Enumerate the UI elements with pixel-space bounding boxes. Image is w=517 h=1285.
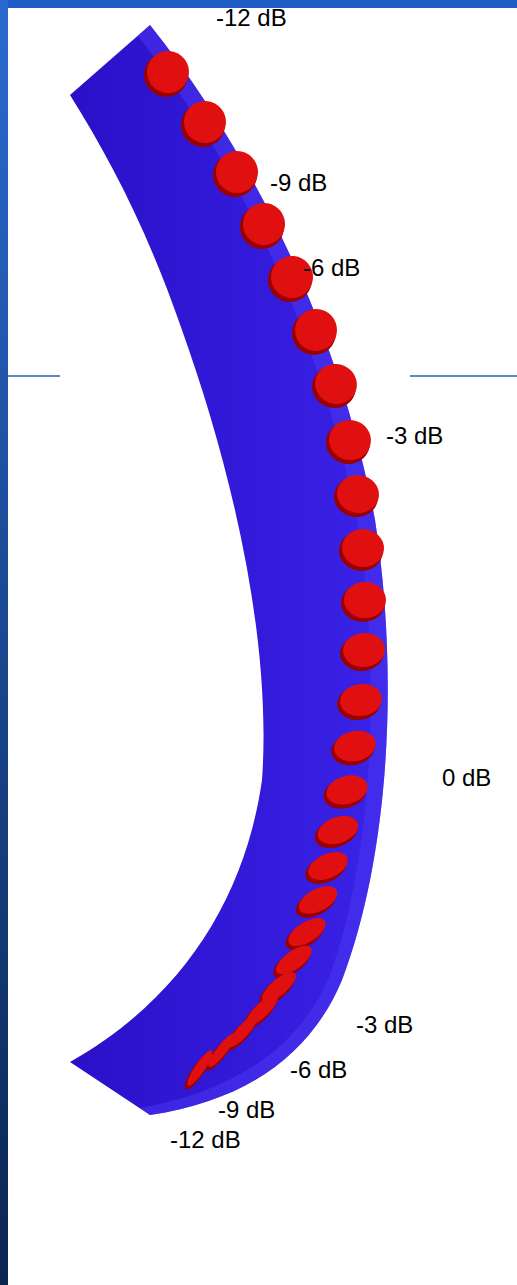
driver: [205, 1030, 239, 1069]
array-body: [70, 25, 388, 1115]
side-bar: [0, 0, 8, 1285]
divider-line: [8, 375, 60, 377]
level-label: -6 dB: [303, 254, 360, 282]
driver: [184, 1048, 216, 1088]
level-label: 0 dB: [442, 764, 491, 792]
driver: [304, 846, 352, 885]
driver: [325, 416, 374, 464]
level-label: -9 dB: [270, 169, 327, 197]
level-label: -12 dB: [216, 4, 287, 32]
driver: [314, 811, 362, 850]
driver: [310, 358, 362, 409]
level-label: -3 dB: [386, 422, 443, 450]
level-label: -12 dB: [170, 1126, 241, 1154]
divider-line: [410, 375, 517, 377]
driver: [208, 143, 266, 201]
driver: [175, 92, 234, 151]
driver: [344, 582, 386, 618]
driver: [235, 195, 293, 253]
driver: [335, 472, 382, 515]
level-label: -3 dB: [356, 1011, 413, 1039]
driver: [341, 528, 386, 569]
array-front-face: [138, 25, 388, 1115]
level-label: -9 dB: [218, 1096, 275, 1124]
driver: [294, 880, 341, 919]
driver: [331, 727, 378, 765]
driver: [338, 681, 384, 719]
driver: [138, 42, 197, 101]
driver: [342, 632, 386, 669]
level-label: -6 dB: [290, 1056, 347, 1084]
driver-group: [135, 42, 386, 1092]
driver: [288, 302, 343, 357]
driver: [323, 771, 371, 809]
